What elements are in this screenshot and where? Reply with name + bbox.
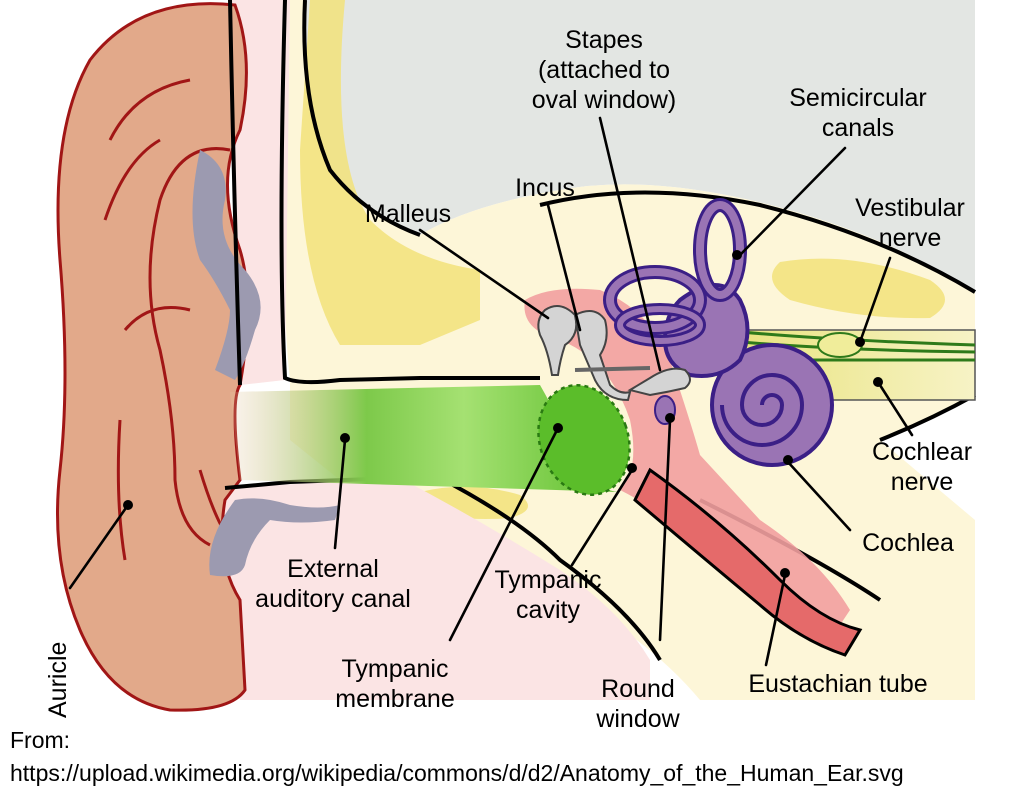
- label-semicircular-canals: Semicircular canals: [789, 84, 927, 142]
- label-incus: Incus: [515, 174, 575, 202]
- leader-dot: [627, 463, 637, 473]
- svg-text:Semicircular: Semicircular: [789, 84, 927, 112]
- label-tympanic-cavity: Tympanic cavity: [495, 566, 602, 624]
- svg-text:Tympanic: Tympanic: [342, 655, 449, 683]
- leader-external-canal: [333, 438, 347, 550]
- svg-text:(attached to: (attached to: [538, 56, 670, 84]
- auricle-fold: [103, 78, 232, 541]
- cochlea-shape: [710, 343, 834, 467]
- leader-stapes: [598, 116, 662, 372]
- label-vestibular-nerve: Vestibular nerve: [855, 194, 965, 252]
- svg-text:External: External: [287, 555, 379, 583]
- source-prefix: From:: [10, 727, 71, 753]
- incus-shape: [573, 310, 632, 402]
- label-cochlear-nerve: Cochlear nerve: [872, 438, 972, 496]
- leader-eustachian: [764, 573, 787, 667]
- source-url[interactable]: https://upload.wikimedia.org/wikipedia/c…: [10, 760, 904, 786]
- auricle-shape: [56, 2, 249, 712]
- leader-dot: [665, 413, 675, 423]
- label-stapes: Stapes (attached to oval window): [532, 26, 677, 114]
- svg-text:Round: Round: [601, 675, 675, 703]
- ear-cartilage: [192, 150, 261, 380]
- svg-text:nerve: nerve: [879, 224, 942, 252]
- head-skin-lower: [224, 478, 650, 700]
- leader-dot: [873, 377, 883, 387]
- auricle-lobe-line: [116, 419, 127, 561]
- tensor-tympani: [574, 366, 651, 372]
- svg-text:window: window: [595, 705, 680, 733]
- eustachian-tube-shape: [633, 467, 863, 657]
- malleus-shape: [537, 305, 578, 376]
- stapes-shape: [627, 367, 691, 397]
- leader-dot: [123, 500, 133, 510]
- bone-outline: [302, 0, 977, 602]
- bone-marrow: [300, 0, 480, 345]
- leader-dot: [780, 568, 790, 578]
- leader-dot: [783, 455, 793, 465]
- svg-text:membrane: membrane: [335, 685, 455, 713]
- semicircular-canal-superior-fill: [696, 201, 744, 299]
- label-auricle: Auricle: [44, 642, 72, 718]
- ear-cartilage-lower: [209, 498, 340, 577]
- tympanic-cavity: [524, 288, 850, 640]
- leader-dot: [732, 250, 742, 260]
- semicircular-canal-lateral-fill: [617, 306, 703, 344]
- leader-malleus: [418, 228, 550, 320]
- label-tympanic-membrane: Tympanic membrane: [335, 655, 455, 713]
- svg-text:Cochlear: Cochlear: [872, 438, 972, 466]
- nerve-ganglion: [817, 332, 863, 358]
- leader-vestibular: [858, 256, 892, 344]
- tympanic-membrane: [537, 384, 631, 496]
- auricle-inner: [148, 147, 231, 547]
- svg-text:Stapes: Stapes: [565, 26, 643, 54]
- label-external-auditory-canal: External auditory canal: [255, 555, 411, 613]
- bone-marrow: [772, 258, 945, 319]
- leader-semicircular: [738, 146, 847, 257]
- leader-incus: [546, 203, 582, 332]
- leader-dot: [340, 433, 350, 443]
- leader-tympanic-cavity: [570, 468, 634, 567]
- leader-dot: [855, 337, 865, 347]
- svg-text:oval window): oval window): [532, 86, 677, 114]
- svg-text:Tympanic: Tympanic: [495, 566, 602, 594]
- svg-text:auditory canal: auditory canal: [255, 585, 411, 613]
- semicircular-canal-posterior-fill: [606, 268, 704, 332]
- leader-round-window: [658, 418, 672, 642]
- leader-auricle: [68, 503, 130, 590]
- leader-cochlea: [786, 460, 852, 532]
- leader-dot: [553, 423, 563, 433]
- svg-text:Vestibular: Vestibular: [855, 194, 965, 222]
- external-auditory-canal: [230, 385, 620, 492]
- label-round-window: Round window: [595, 675, 680, 733]
- cochlea-spiral: [720, 373, 805, 447]
- label-malleus: Malleus: [365, 200, 451, 228]
- svg-text:canals: canals: [822, 114, 894, 142]
- svg-text:nerve: nerve: [891, 468, 954, 496]
- label-cochlea: Cochlea: [862, 529, 954, 557]
- label-eustachian-tube: Eustachian tube: [748, 670, 927, 698]
- leader-tympanic-membrane: [448, 428, 559, 642]
- svg-text:cavity: cavity: [516, 596, 580, 624]
- skull-region: [304, 0, 975, 292]
- leader-cochlear-nerve: [876, 380, 914, 437]
